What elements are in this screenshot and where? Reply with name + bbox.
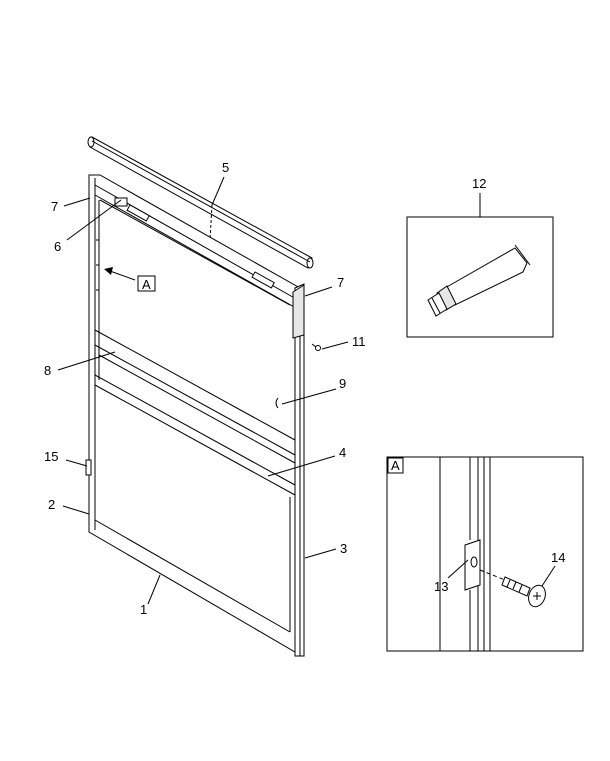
callout-3: 3 [340, 541, 347, 556]
callout-14: 14 [551, 550, 565, 565]
callout-9: 9 [339, 376, 346, 391]
callout-6: 6 [54, 239, 61, 254]
screw-part-11 [311, 343, 321, 351]
inset-label: A [391, 458, 400, 473]
callout-8: 8 [44, 363, 51, 378]
callout-numbers: 5 7 6 7 11 8 9 15 4 2 3 1 [44, 160, 366, 617]
callout-11: 11 [352, 334, 366, 349]
callout-12: 12 [472, 176, 486, 191]
view-a-reference: A [104, 267, 156, 292]
top-rail-part-5 [87, 136, 314, 269]
callout-5: 5 [222, 160, 229, 175]
callout-4: 4 [339, 445, 346, 460]
leader-lines [57, 176, 349, 605]
callout-7-right: 7 [337, 275, 344, 290]
view-a-label: A [142, 277, 151, 292]
callout-1: 1 [140, 602, 147, 617]
callout-7-left: 7 [51, 199, 58, 214]
callout-15: 15 [44, 449, 58, 464]
callout-13: 13 [434, 579, 448, 594]
detail-view-a: A 13 14 [386, 456, 584, 652]
side-jamb-part-3 [292, 283, 305, 657]
sealant-tube-part-12: 12 [406, 176, 554, 338]
callout-2: 2 [48, 497, 55, 512]
window-frame [85, 174, 301, 653]
